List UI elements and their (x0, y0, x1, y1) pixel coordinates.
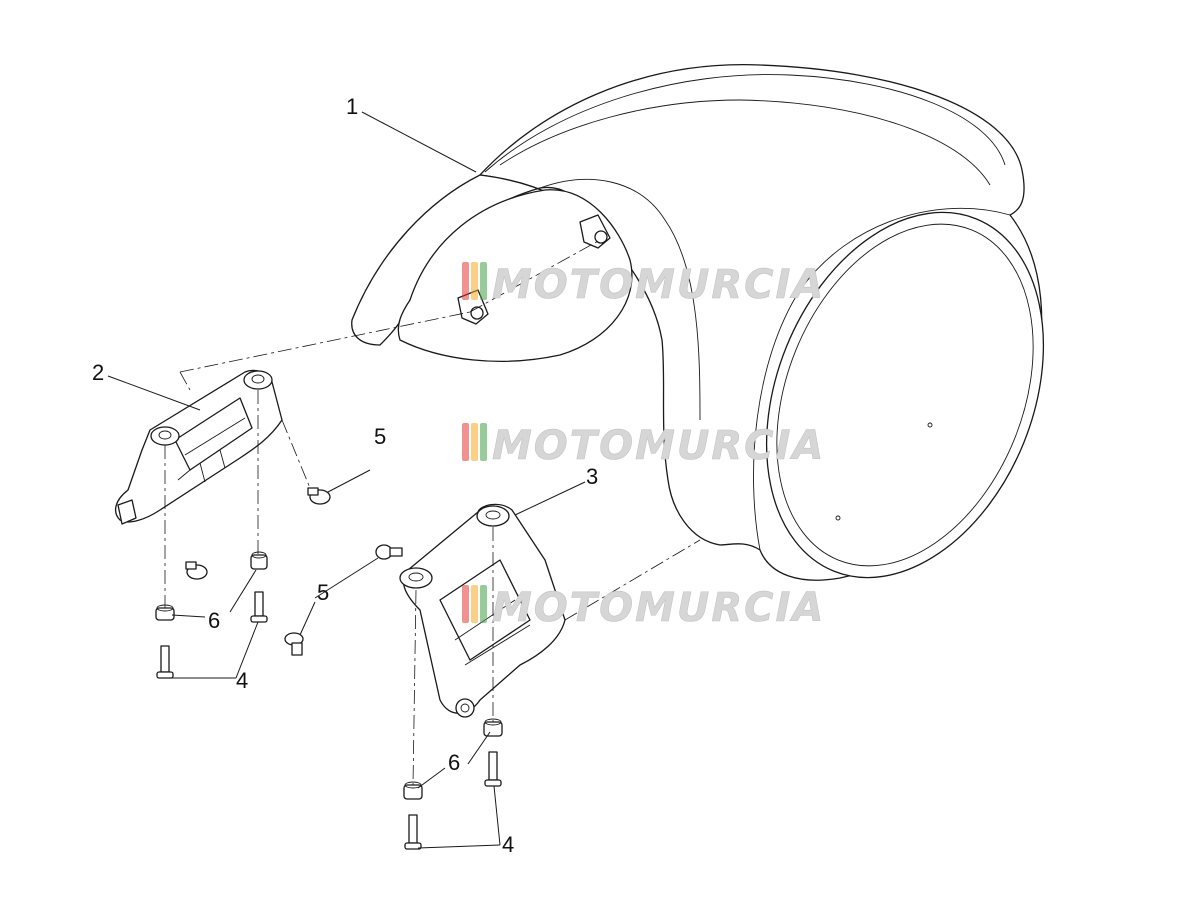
watermark-text: MOTOMURCIA (492, 262, 825, 308)
callout-numbers: 1 2 3 5 5 6 4 6 4 (92, 94, 598, 857)
watermark-text: MOTOMURCIA (492, 423, 825, 469)
bolt-4-right-a (484, 751, 502, 787)
callout-2: 2 (92, 360, 104, 385)
watermark-3: MOTOMURCIA (462, 585, 825, 631)
callout-6-right: 6 (448, 750, 460, 775)
callout-5-upper: 5 (374, 424, 386, 449)
screw-5-mid (185, 561, 208, 580)
bolt-4-left-a (156, 645, 174, 679)
callout-4-right: 4 (502, 832, 514, 857)
callout-4-left: 4 (236, 668, 248, 693)
watermark-text: MOTOMURCIA (492, 585, 825, 631)
leader-lines (107, 111, 586, 849)
watermark-1: MOTOMURCIA (462, 262, 825, 308)
callout-1: 1 (346, 94, 358, 119)
assembly-lines (164, 239, 701, 786)
nut-6-right-a (483, 718, 503, 737)
screw-5-right (375, 544, 403, 560)
watermark-2: MOTOMURCIA (462, 423, 825, 469)
rear-mudguard (351, 64, 1045, 581)
screw-5-upper (307, 487, 331, 505)
bolt-4-right-b (404, 814, 422, 850)
callout-3: 3 (586, 464, 598, 489)
bolt-4-left-b (250, 591, 268, 623)
nut-6-left-b (250, 551, 268, 570)
screw-5-lower (284, 632, 304, 656)
callout-5-lower: 5 (317, 580, 329, 605)
callout-6-left: 6 (208, 608, 220, 633)
bracket-left (114, 369, 283, 525)
